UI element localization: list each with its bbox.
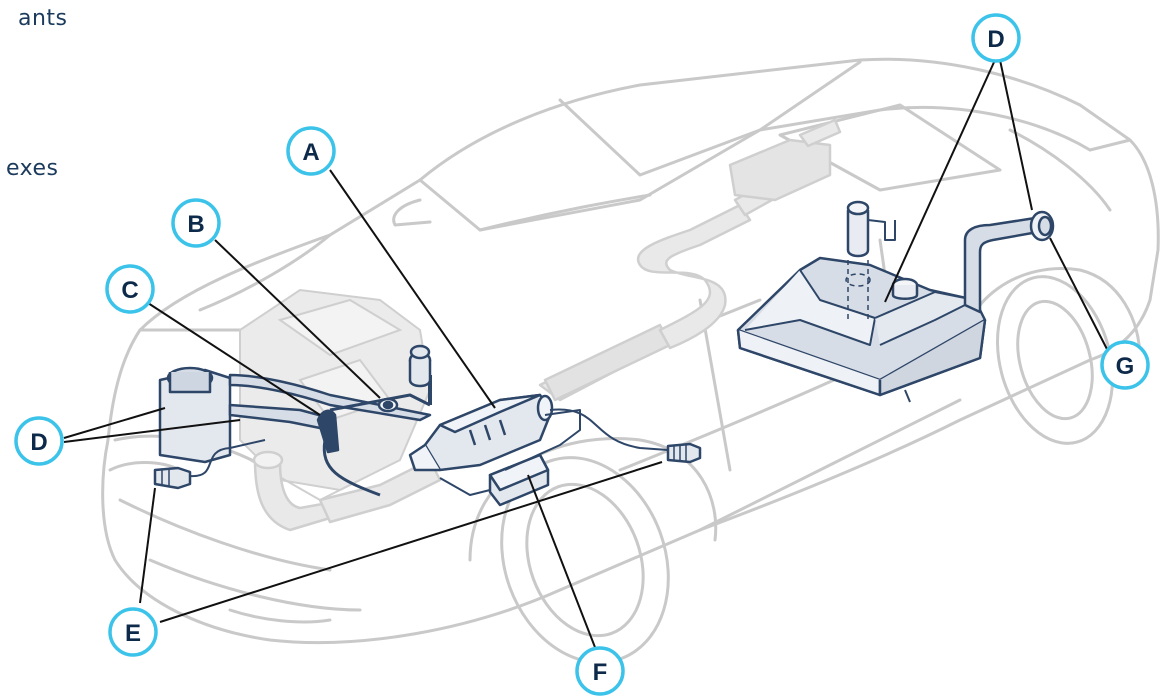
label-E-text: E bbox=[125, 620, 141, 647]
oxygen-sensor-front bbox=[153, 466, 192, 490]
oxygen-sensor-rear bbox=[666, 442, 702, 464]
label-D-rear-text: D bbox=[987, 26, 1004, 53]
label-badge-F: F bbox=[575, 646, 625, 696]
purge-hose bbox=[316, 409, 340, 454]
label-badge-D-front: D bbox=[14, 416, 64, 466]
label-badge-A: A bbox=[286, 126, 336, 176]
control-module bbox=[488, 453, 550, 507]
label-badge-B: B bbox=[171, 198, 221, 248]
label-badge-E: E bbox=[108, 607, 158, 657]
engine-block bbox=[239, 288, 432, 502]
label-A-text: A bbox=[302, 139, 319, 166]
exhaust-system bbox=[252, 118, 842, 532]
label-badge-G: G bbox=[1100, 340, 1150, 390]
cropped-text-line-2: exes bbox=[6, 156, 59, 181]
label-F-text: F bbox=[593, 659, 608, 686]
cropped-text-line-1: ants bbox=[18, 6, 68, 31]
catalytic-converter bbox=[408, 393, 554, 472]
filler-neck bbox=[963, 216, 1040, 314]
label-D-front-text: D bbox=[30, 429, 47, 456]
label-badge-C: C bbox=[105, 264, 155, 314]
label-badge-D-rear: D bbox=[971, 13, 1021, 63]
leader-lines bbox=[63, 59, 1111, 656]
fuel-tank-assembly bbox=[736, 200, 1055, 403]
label-G-text: G bbox=[1116, 353, 1135, 380]
front-components bbox=[153, 344, 702, 507]
label-C-text: C bbox=[121, 277, 138, 304]
label-B-text: B bbox=[187, 211, 204, 238]
